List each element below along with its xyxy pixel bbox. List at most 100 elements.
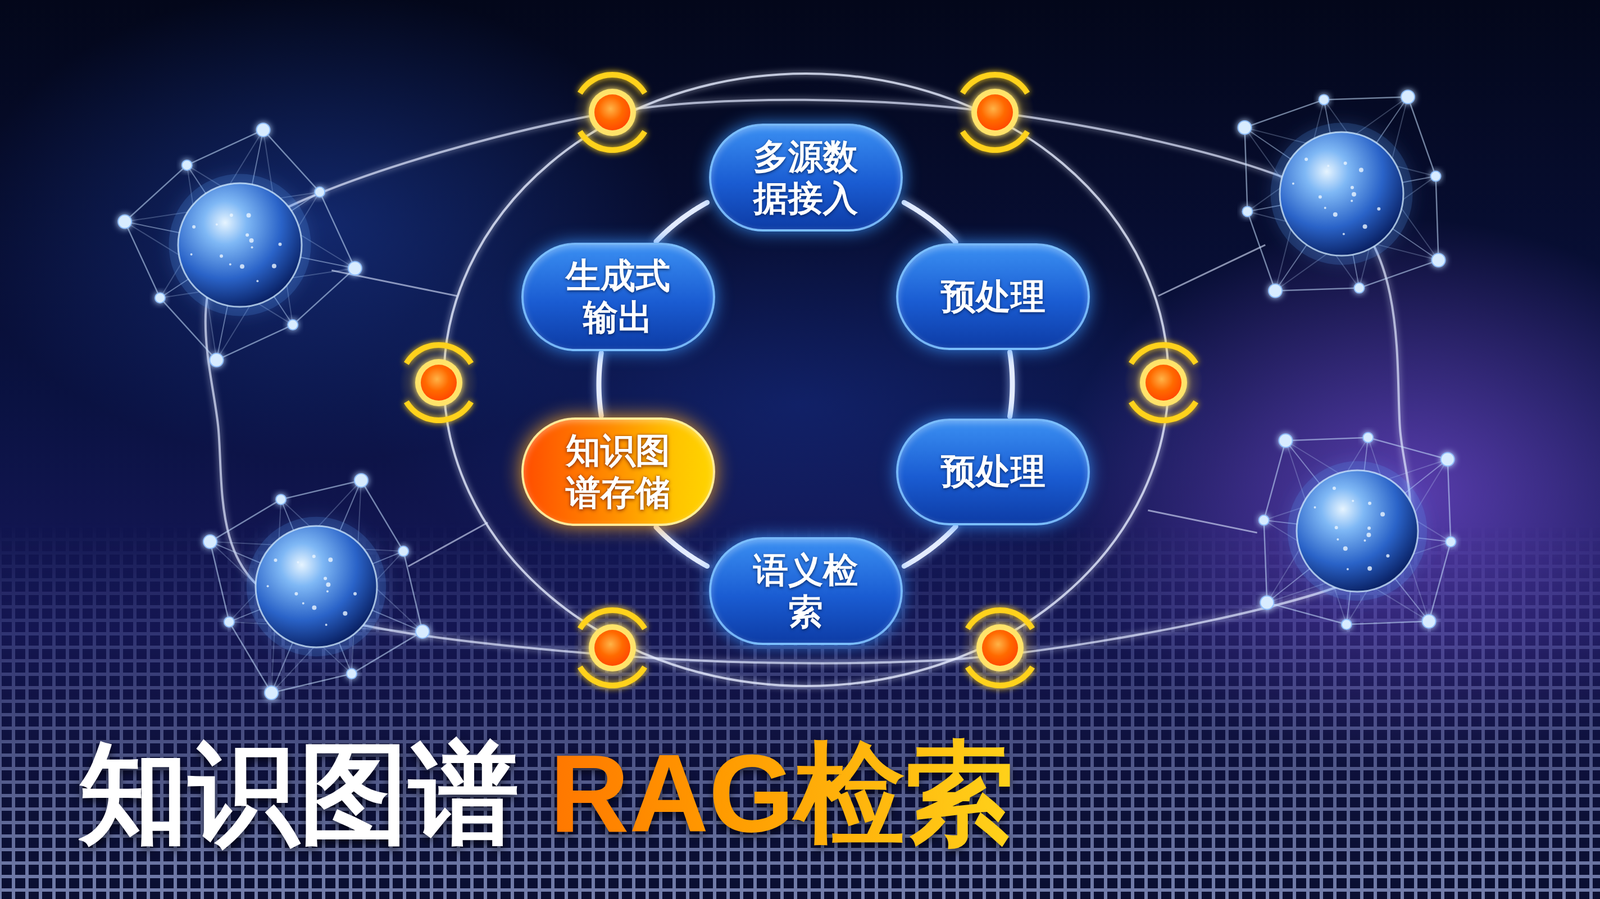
cage-vertex [346,668,357,679]
glow-dot [573,607,652,689]
cage-vertex [256,123,271,137]
node-label: 预处理 [941,450,1046,493]
glow-dot [573,71,652,153]
sphere-body [178,183,302,307]
node-label: 语义检索 [749,549,862,634]
sparkle [215,223,218,226]
sparkle [326,589,329,593]
node-label: 生成式输出 [561,255,675,339]
highlight-box: 知识图谱存储 [521,417,716,526]
cage-vertex [264,685,279,700]
cage-vertex [182,160,193,171]
node-label: 预处理 [941,275,1046,318]
cage-vertex [155,292,166,303]
cage-vertex [1268,283,1283,298]
cage-vertex [1422,614,1436,629]
cage-line [1244,127,1248,212]
sparkle [1304,157,1308,161]
glow-dot [399,342,479,424]
cage-line [1264,440,1286,521]
sparkle [1350,199,1353,202]
dot-core [976,94,1013,131]
sparkle [266,584,270,588]
sparkle [192,225,196,229]
sparkle [249,238,254,243]
sparkle [1326,164,1330,167]
cage-line [1266,602,1347,625]
cage-line [271,673,352,693]
sparkle [219,254,224,258]
cage-line [1407,97,1436,177]
cage-vertex [209,353,224,367]
diagram-title: 知识图谱 RAG检索 [78,730,1015,857]
cage-vertex [1242,206,1253,217]
dot-ring [976,624,1024,672]
cage-line [1447,458,1452,542]
sphere-glow [1270,123,1413,266]
sparkle [229,262,232,266]
sparkle [1363,539,1366,542]
process-box: 语义检索 [708,537,903,646]
dot-ring [588,88,636,136]
sparkle [271,263,277,268]
cage-vertex [1258,515,1270,526]
sparkle [1346,567,1349,571]
sphere-body [255,525,377,648]
cage-vertex [1260,596,1274,610]
sphere-body [1279,132,1404,256]
cage-line [1247,211,1276,291]
crystal-sphere [1238,90,1446,298]
sparkle [1367,526,1371,530]
cage-vertex [398,546,409,557]
link-line [1147,510,1257,533]
sparkle [245,233,249,237]
sparkle [1324,206,1327,209]
cage-line [403,551,423,632]
cage-vertex [117,214,132,229]
cage-vertex [348,261,362,276]
sphere-glow [1287,461,1427,601]
sparkle [1366,532,1371,538]
sparkle [1380,511,1385,517]
glow-dot [955,71,1035,153]
cage-line [1429,541,1452,622]
process-box: 生成式输出 [521,242,716,352]
sphere-body [1296,470,1418,592]
cage-vertex [1401,90,1415,104]
cage-line [319,192,356,269]
ring-connector [656,526,708,566]
dot-core [1145,364,1182,401]
dot-ring [971,88,1019,136]
cage-vertex [1430,171,1442,182]
sparkle [325,623,328,626]
sparkle [1343,161,1348,165]
sparkle [294,592,298,596]
cage-line [1435,176,1439,261]
cage-vertex [1238,120,1252,135]
sparkle [302,602,305,605]
sparkle [1314,506,1317,509]
sparkle [1385,553,1390,558]
sparkle [1343,546,1348,551]
sparkle [239,264,245,269]
cage-vertex [203,534,217,549]
glow-dot [960,607,1040,689]
sparkle [312,554,316,558]
sparkle [1351,192,1357,197]
sparkle [229,213,234,217]
sparkle [246,212,252,218]
dot-core [420,364,457,401]
ring-connector [1010,352,1013,417]
cage-vertex [1445,536,1456,547]
cage-vertex [354,473,368,488]
sparkle [1376,207,1381,211]
cage-line [187,129,264,166]
process-box: 预处理 [896,243,1090,350]
sparkle [1358,167,1364,172]
cage-vertex [1441,452,1455,466]
cage-vertex [1431,253,1445,267]
sparkle [328,557,333,562]
cage-line [210,541,230,622]
ring-connector [598,352,602,416]
sparkle [1292,182,1295,185]
